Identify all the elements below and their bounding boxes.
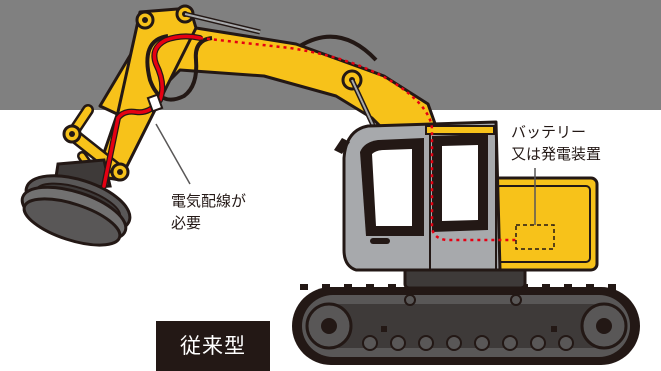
wiring-leader-line bbox=[155, 123, 191, 185]
wiring-callout: 電気配線が 必要 bbox=[171, 190, 246, 234]
wiring-callout-line1: 電気配線が bbox=[171, 192, 247, 210]
battery-box bbox=[515, 224, 555, 250]
lifting-magnet bbox=[20, 158, 132, 247]
battery-callout: バッテリー 又は発電装置 bbox=[511, 121, 601, 165]
crawler-track bbox=[292, 284, 640, 365]
hydraulic-hose bbox=[145, 34, 213, 102]
battery-callout-line2: 又は発電装置 bbox=[511, 145, 602, 163]
battery-callout-line1: バッテリー bbox=[511, 123, 587, 141]
operator-cab bbox=[334, 120, 502, 272]
type-badge: 従来型 bbox=[156, 321, 270, 371]
wiring-callout-line2: 必要 bbox=[171, 214, 202, 232]
